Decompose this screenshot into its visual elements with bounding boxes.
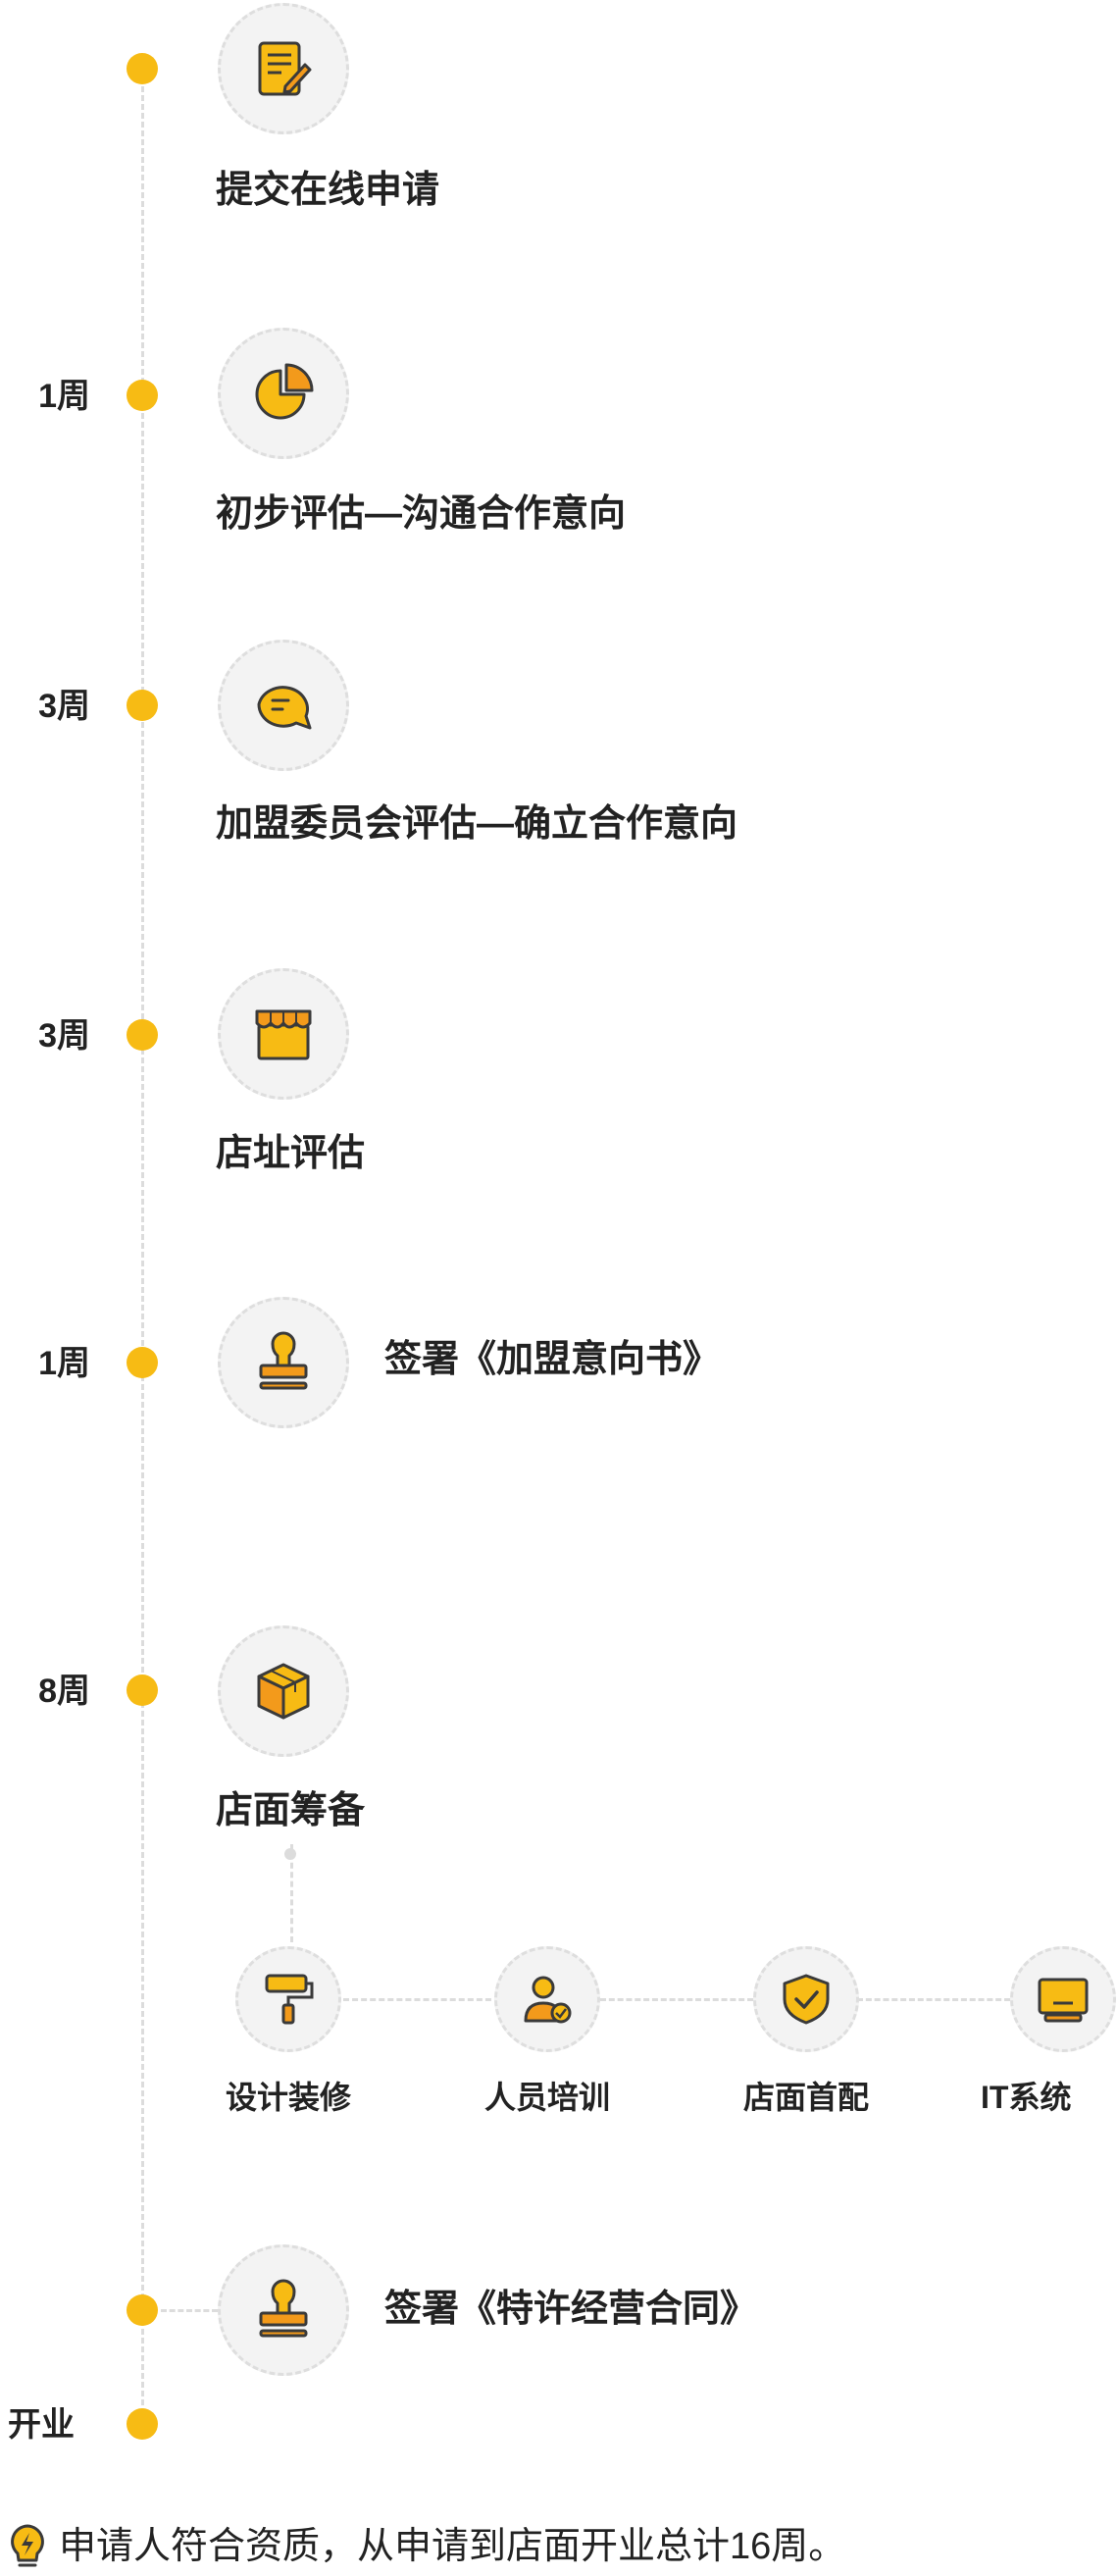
timeline-dot — [127, 2408, 158, 2440]
substep-connector — [600, 1998, 753, 2001]
step-label: 加盟委员会评估—确立合作意向 — [216, 803, 738, 845]
timeline-dot — [127, 380, 158, 411]
monitor-icon — [1038, 1978, 1089, 2023]
substep-connector — [343, 1998, 500, 2001]
step-icon-circle — [218, 1625, 349, 1757]
person-check-icon — [524, 1976, 572, 2024]
substep-connector — [290, 1844, 293, 1942]
step-duration: 3周 — [38, 1017, 90, 1055]
step-label: 签署《加盟意向书》 — [384, 1339, 721, 1380]
substep-icon-circle — [494, 1946, 600, 2052]
package-box-icon — [257, 1663, 310, 1720]
footer-note: 申请人符合资质，从申请到店面开业总计16周。 — [6, 2523, 845, 2570]
substep-icon-circle — [235, 1946, 341, 2052]
step-duration: 3周 — [38, 688, 90, 725]
timeline-dot — [127, 2294, 158, 2326]
substep-label: 人员培训 — [483, 2080, 610, 2115]
substep-label: 店面首配 — [742, 2080, 869, 2115]
chat-bubble-icon — [257, 686, 312, 730]
step-duration: 1周 — [38, 1345, 90, 1382]
shield-check-icon — [783, 1974, 830, 2025]
step-label: 店址评估 — [216, 1133, 366, 1174]
pie-chart-icon — [255, 363, 314, 420]
step-icon-circle — [218, 640, 349, 771]
footer-text: 申请人符合资质，从申请到店面开业总计16周。 — [59, 2526, 846, 2567]
storefront-icon — [255, 1009, 312, 1060]
timeline-dot — [127, 1347, 158, 1378]
timeline-dot — [127, 1019, 158, 1051]
opening-label: 开业 — [8, 2406, 75, 2444]
step-label: 店面筹备 — [216, 1790, 366, 1831]
step-label: 初步评估—沟通合作意向 — [216, 493, 627, 535]
substep-icon-circle — [1010, 1946, 1116, 2052]
step-icon-circle — [218, 328, 349, 459]
step-connector — [161, 2309, 218, 2312]
step-icon-circle — [218, 3, 349, 134]
step-label: 提交在线申请 — [216, 170, 440, 211]
form-edit-icon — [258, 41, 312, 96]
substep-label: IT系统 — [981, 2080, 1072, 2115]
timeline-dot — [127, 690, 158, 721]
stamp-icon — [259, 2279, 308, 2338]
timeline-line — [141, 69, 144, 2423]
step-duration: 8周 — [38, 1673, 90, 1710]
timeline-dot — [127, 53, 158, 84]
step-icon-circle — [218, 2244, 349, 2376]
step-label: 签署《特许经营合同》 — [384, 2289, 758, 2330]
step-icon-circle — [218, 968, 349, 1100]
step-duration: 1周 — [38, 378, 90, 415]
paint-roller-icon — [265, 1974, 314, 2025]
substep-label: 设计装修 — [225, 2080, 351, 2115]
substep-connector — [857, 1998, 1010, 2001]
lightbulb-icon — [11, 2524, 44, 2567]
timeline-dot — [127, 1674, 158, 1706]
step-icon-circle — [218, 1297, 349, 1428]
stamp-icon — [259, 1331, 308, 1390]
substep-connector-dot — [284, 1848, 296, 1860]
substep-icon-circle — [753, 1946, 859, 2052]
